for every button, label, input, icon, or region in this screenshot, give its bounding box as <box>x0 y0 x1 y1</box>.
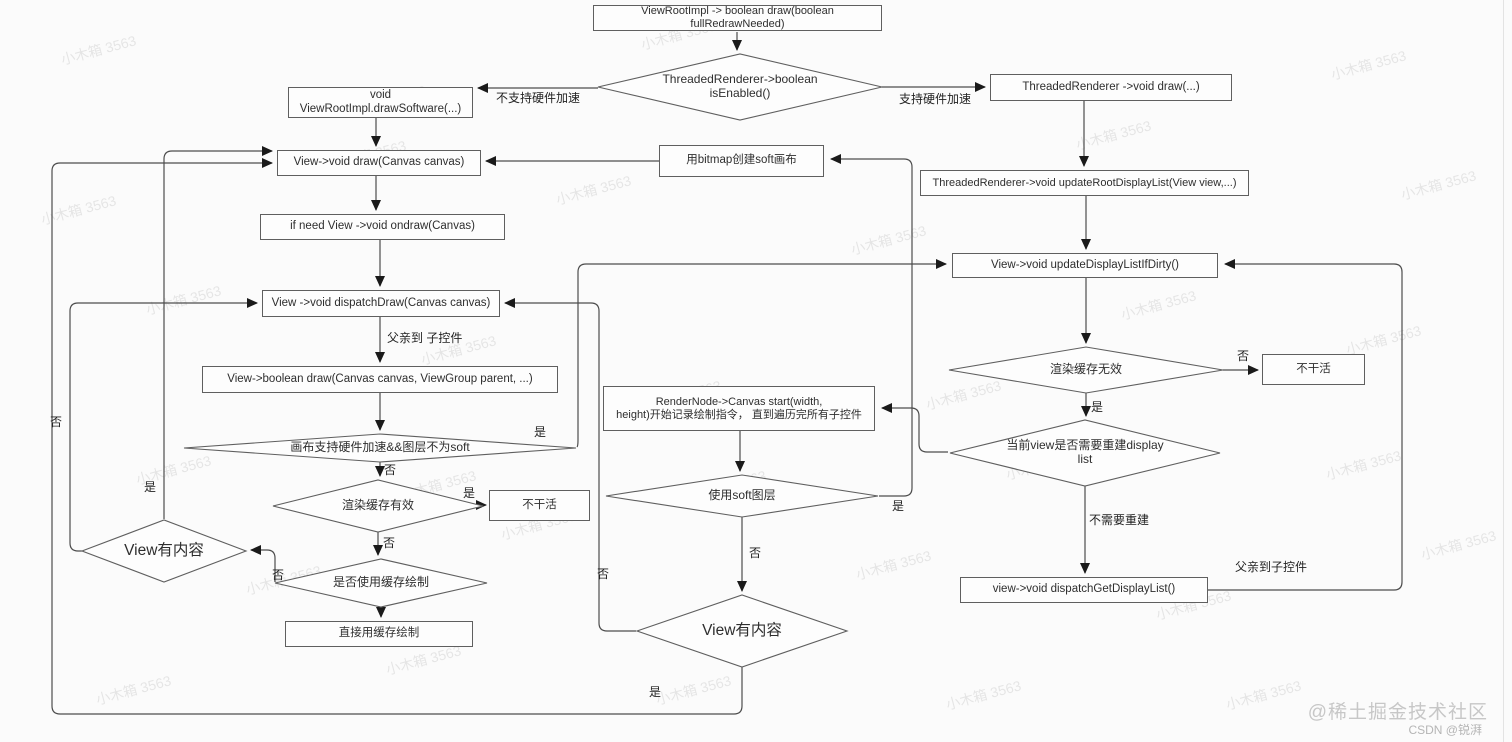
node-idle-left: 不干活 <box>489 490 590 521</box>
edge-needrebuild-to-rendernode <box>881 403 948 453</box>
node-idle-right: 不干活 <box>1262 354 1365 385</box>
node-view-boolean-draw: View->boolean draw(Canvas canvas, ViewGr… <box>202 366 558 393</box>
edge-label-no-usecache: 否 <box>272 568 285 582</box>
node-dispatch-draw: View ->void dispatchDraw(Canvas canvas) <box>262 290 500 317</box>
diamond-need-rebuild <box>949 419 1221 487</box>
edge-label-yes-hwdiamond: 是 <box>534 425 547 439</box>
node-update-root-display-list: ThreadedRenderer->void updateRootDisplay… <box>920 170 1249 196</box>
edge-viewcontent-yes-to-viewdraw <box>163 146 273 519</box>
diamond-use-cache <box>274 558 488 608</box>
diamond-view-content-mid <box>635 594 849 668</box>
node-update-display-list-if-dirty: View->void updateDisplayListIfDirty() <box>952 253 1218 278</box>
node-draw-with-cache: 直接用缓存绘制 <box>285 621 473 647</box>
edge-label-yes-cachevalid: 是 <box>463 486 476 500</box>
edge-label-parent-to-child-2: 父亲到子控件 <box>1235 560 1308 574</box>
node-threaded-renderer-draw: ThreadedRenderer ->void draw(...) <box>990 74 1232 101</box>
edge-usecache-no-to-viewcontent <box>250 545 276 582</box>
diamond-cache-invalid <box>948 346 1224 394</box>
edge-label-no-cachevalid: 否 <box>383 536 396 550</box>
edge-label-yes-cacheinvalid: 是 <box>1091 400 1104 414</box>
node-dispatch-get-display-list: view->void dispatchGetDisplayList() <box>960 577 1208 603</box>
edge-label-no-hw-accel: 不支持硬件加速 <box>496 91 581 105</box>
node-viewrootimpl-draw: ViewRootImpl -> boolean draw(boolean ful… <box>593 5 882 31</box>
juejin-community-watermark: @稀土掘金技术社区 <box>1307 702 1488 723</box>
edge-label-hw-accel: 支持硬件加速 <box>899 92 972 106</box>
edge-label-no-cacheinvalid: 否 <box>1237 349 1250 363</box>
diamond-is-enabled <box>597 53 883 121</box>
edge-label-yes-bottom: 是 <box>649 685 662 699</box>
edge-softlayer-yes-to-bitmap <box>830 154 913 497</box>
edge-dispatchget-loop-to-updatedlid <box>1208 259 1403 591</box>
edge-label-yes-softlayer: 是 <box>892 499 905 513</box>
edge-label-no-viewcontent-left: 否 <box>50 415 63 429</box>
csdn-author-watermark: CSDN @锐湃 <box>1408 723 1482 737</box>
edge-label-parent-to-child-1: 父亲到 子控件 <box>387 331 463 345</box>
diamond-soft-layer <box>605 474 879 518</box>
node-ondraw: if need View ->void ondraw(Canvas) <box>260 214 505 240</box>
right-edge-divider <box>1503 0 1504 742</box>
edge-label-no-softlayer: 否 <box>749 546 762 560</box>
diamond-canvas-hw <box>183 433 577 463</box>
edge-label-no-rebuild: 不需要重建 <box>1089 513 1150 527</box>
edge-label-no-hwdiamond: 否 <box>384 463 397 477</box>
edge-midcontent-yes-to-viewdraw <box>51 158 743 715</box>
edge-label-yes-viewcontent-left: 是 <box>144 480 157 494</box>
diamond-view-content-left <box>80 519 248 583</box>
edge-label-no-viewcontent-mid: 否 <box>597 567 610 581</box>
node-bitmap-soft-canvas: 用bitmap创建soft画布 <box>659 145 824 177</box>
diamond-cache-valid <box>272 479 484 533</box>
edge-hwdiamond-yes-to-updatedlid <box>576 259 947 448</box>
edge-viewcontent-no-to-dispatchdraw <box>69 298 258 552</box>
node-render-node-start: RenderNode->Canvas start(width, height)开… <box>603 386 875 431</box>
edge-midcontent-no-to-dispatchdraw <box>504 298 636 632</box>
node-draw-software: void ViewRootImpl.drawSoftware(...) <box>288 87 473 118</box>
node-view-draw: View->void draw(Canvas canvas) <box>277 150 481 176</box>
